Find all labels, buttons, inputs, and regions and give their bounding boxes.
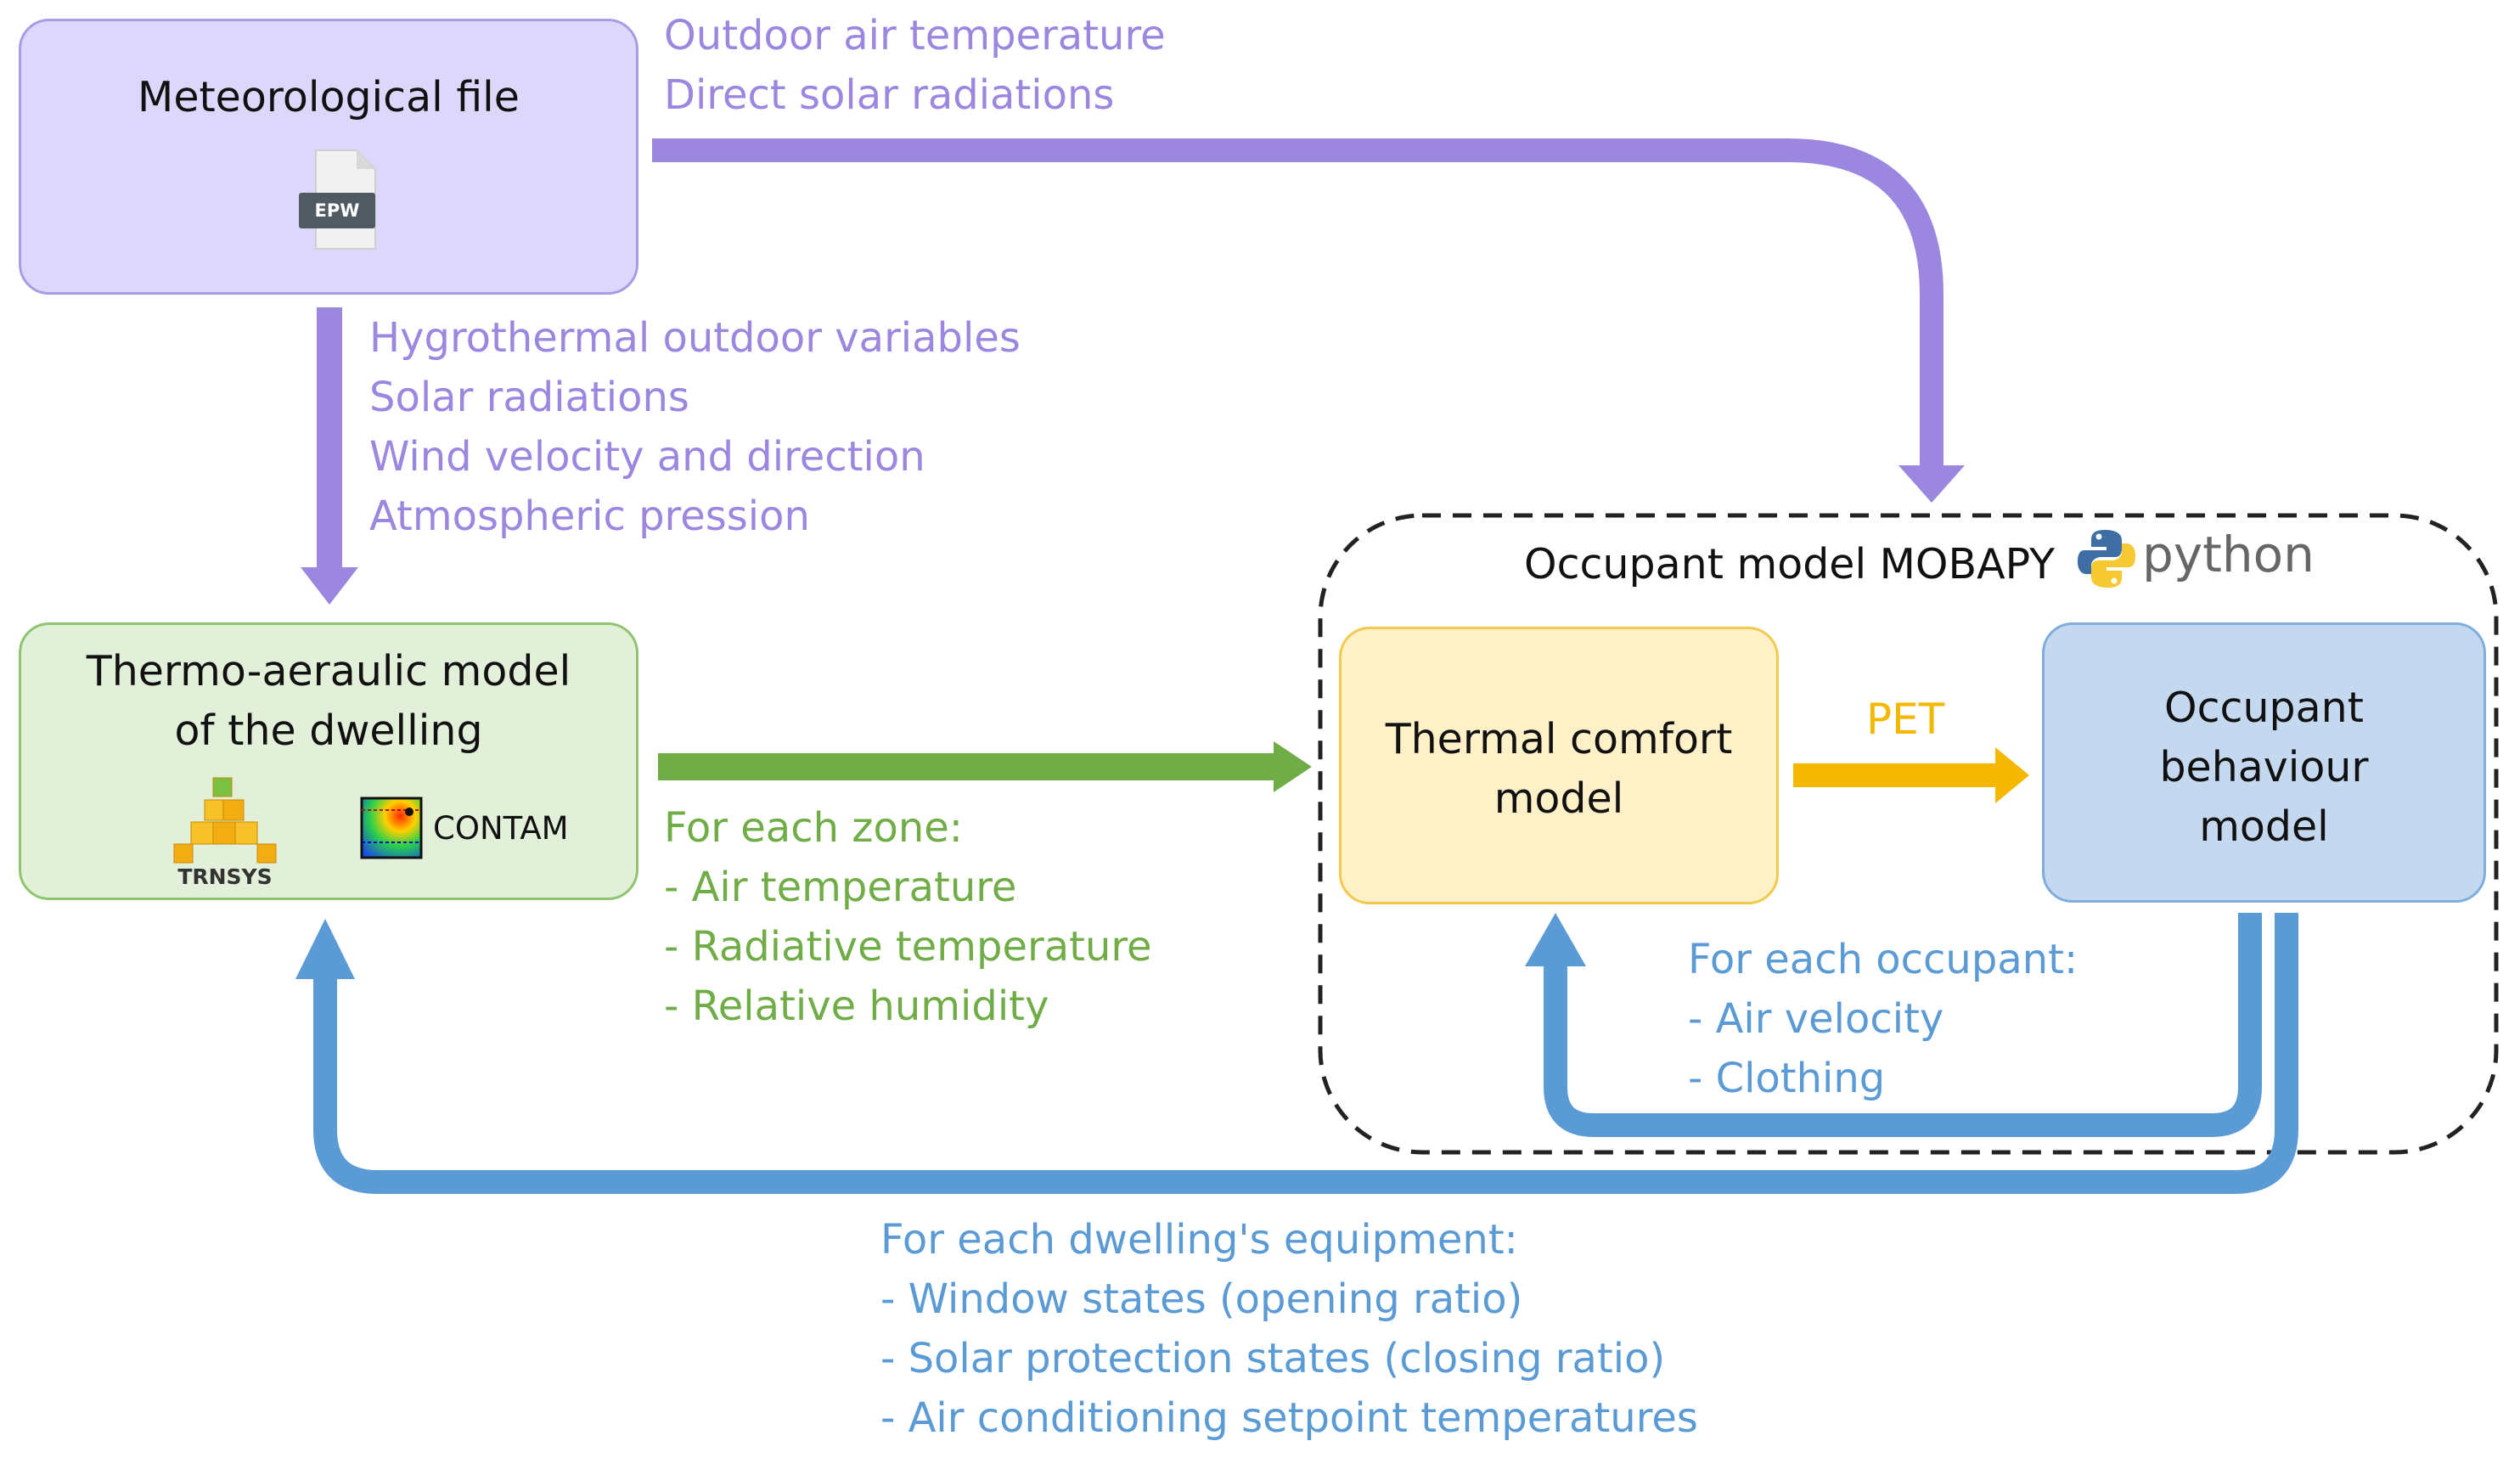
- zone-output-3: - Relative humidity: [664, 982, 1049, 1030]
- thermo-input-3: Wind velocity and direction: [369, 433, 925, 481]
- arrow-thermo-to-comfort: [658, 753, 1278, 780]
- epw-badge: EPW: [299, 193, 375, 228]
- python-logo: python: [2076, 526, 2322, 594]
- arrowhead-meteo-to-mobapy: [1898, 465, 1965, 503]
- thermo-title-line1: Thermo-aeraulic model: [86, 647, 571, 695]
- arrow-behaviour-to-comfort: [1544, 913, 2262, 1137]
- arrow-meteo-to-thermo: [317, 307, 342, 571]
- thermo-model-box: Thermo-aeraulic model of the dwelling TR…: [19, 622, 638, 900]
- mobapy-title: Occupant model MOBAPY: [1524, 540, 2056, 588]
- arrowhead-meteo-to-thermo: [301, 567, 358, 605]
- trnsys-label: TRNSYS: [177, 864, 273, 889]
- occupant-behaviour-box: Occupant behaviour model: [2042, 622, 2486, 903]
- meteo-output-1: Outdoor air temperature: [664, 12, 1166, 59]
- epw-file-icon: EPW: [299, 149, 377, 251]
- pet-label: PET: [1866, 695, 1945, 744]
- mobapy-boundary: [1318, 513, 2499, 1155]
- zone-output-header: For each zone:: [664, 804, 963, 852]
- meteo-file-title: Meteorological file: [138, 73, 520, 121]
- arrow-pet: [1793, 763, 1997, 787]
- trnsys-cubes-icon: [173, 777, 277, 864]
- contam-logo: CONTAM: [357, 793, 628, 870]
- thermo-input-4: Atmospheric pression: [369, 493, 810, 540]
- zone-output-2: - Radiative temperature: [664, 923, 1152, 971]
- equipment-output-1: - Window states (opening ratio): [880, 1275, 1523, 1323]
- occupant-output-1: - Air velocity: [1688, 995, 1944, 1043]
- arrowhead-behaviour-to-comfort: [1525, 913, 1586, 966]
- zone-output-1: - Air temperature: [664, 864, 1017, 911]
- comfort-title-line2: model: [1493, 774, 1624, 823]
- meteo-output-2: Direct solar radiations: [664, 71, 1115, 119]
- python-logo-text: python: [2142, 526, 2315, 583]
- equipment-output-3: - Air conditioning setpoint temperatures: [880, 1394, 1698, 1442]
- contam-grid-icon: [360, 797, 423, 859]
- thermo-input-2: Solar radiations: [369, 374, 689, 421]
- contam-label: CONTAM: [433, 810, 569, 847]
- equipment-output-2: - Solar protection states (closing ratio…: [880, 1335, 1666, 1382]
- arrow-behaviour-to-thermo: [313, 913, 2298, 1194]
- equipment-output-header: For each dwelling's equipment:: [880, 1216, 1518, 1264]
- thermal-comfort-box: Thermal comfort model: [1339, 627, 1779, 904]
- arrowhead-thermo-to-comfort: [1274, 741, 1312, 792]
- behaviour-title-line3: model: [2199, 802, 2329, 851]
- meteo-file-box: Meteorological file EPW: [19, 19, 638, 295]
- thermo-input-1: Hygrothermal outdoor variables: [369, 314, 1021, 362]
- occupant-output-2: - Clothing: [1688, 1055, 1886, 1102]
- comfort-title-line1: Thermal comfort: [1385, 715, 1733, 763]
- arrow-meteo-to-mobapy: [652, 138, 1943, 471]
- trnsys-logo: TRNSYS: [157, 769, 293, 897]
- behaviour-title-line2: behaviour: [2159, 743, 2369, 791]
- behaviour-title-line1: Occupant: [2164, 684, 2364, 732]
- occupant-output-header: For each occupant:: [1688, 936, 2078, 983]
- arrowhead-behaviour-to-thermo: [295, 919, 355, 979]
- python-snake-icon: [2078, 530, 2135, 588]
- thermo-title-line2: of the dwelling: [174, 706, 483, 755]
- arrowhead-pet: [1995, 747, 2029, 803]
